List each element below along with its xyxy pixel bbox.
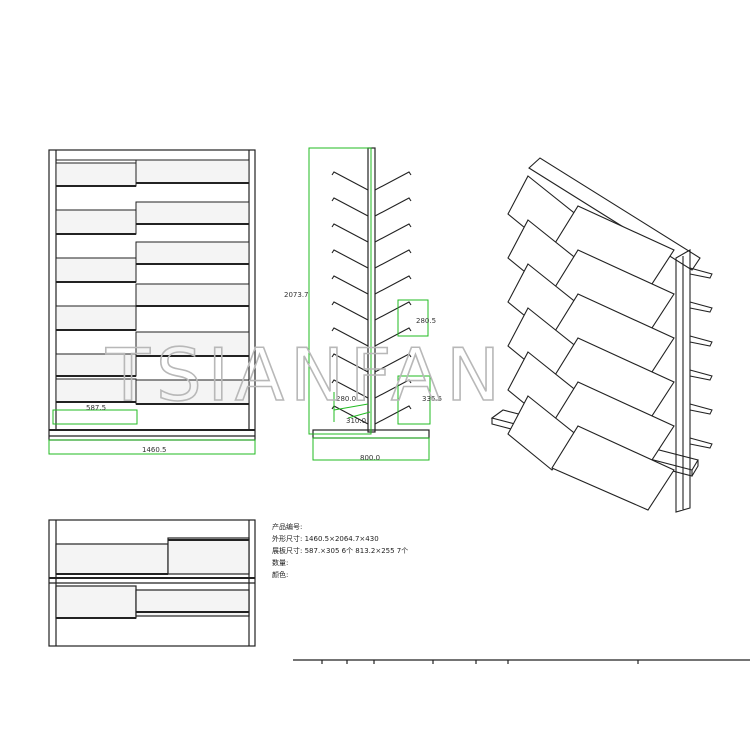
side-arm-right <box>374 223 412 243</box>
isometric-view <box>490 157 713 513</box>
dim-box-bottom-pitch <box>397 375 431 425</box>
side-arm-left <box>331 223 369 243</box>
dim-height: 2073.7 <box>284 291 309 299</box>
side-arm-right <box>374 171 412 191</box>
side-arm-left <box>331 353 369 373</box>
side-dimensions <box>308 147 431 461</box>
front-shelf-right <box>135 159 250 184</box>
side-arm-left <box>331 301 369 321</box>
back-view <box>48 519 256 647</box>
dim-panel-width: 587.5 <box>86 404 106 412</box>
iso-panel-left <box>507 395 579 471</box>
note-color: 颜色: <box>272 570 288 579</box>
watermark: TSIANFAN <box>105 333 506 417</box>
side-arm-left <box>331 327 369 347</box>
side-arm-left <box>331 197 369 217</box>
iso-arm <box>689 335 713 347</box>
dim-pitch: 280.5 <box>416 317 436 325</box>
front-shelf-left <box>55 257 137 283</box>
side-arm-right <box>374 197 412 217</box>
front-shelf-left <box>55 162 137 187</box>
dim-box-height <box>308 147 372 435</box>
iso-panel-right <box>551 425 675 511</box>
side-arm-right <box>374 301 412 321</box>
front-shelf-left <box>55 209 137 235</box>
front-shelf-left <box>55 305 137 331</box>
dim-arm-lines <box>333 392 371 422</box>
side-arm-left <box>331 249 369 269</box>
side-arm-left <box>331 171 369 191</box>
side-arm-right <box>374 379 412 399</box>
iso-arm <box>689 301 713 313</box>
note-overall-size: 外形尺寸: 1460.5×2064.7×430 <box>272 534 379 543</box>
dim-box-pitch <box>397 299 429 337</box>
side-arms <box>331 171 412 425</box>
front-shelf-right <box>135 379 250 405</box>
side-arm-left <box>331 275 369 295</box>
iso-arm <box>689 369 713 381</box>
iso-arms <box>689 267 713 449</box>
dim-overall-width: 1460.5 <box>142 446 167 454</box>
dim-box-panel <box>52 409 138 425</box>
side-arm-right <box>374 327 412 347</box>
dim-bottom-pitch: 336.5 <box>422 395 442 403</box>
note-panel-size: 展板尺寸: 587.×305 6个 813.2×255 7个 <box>272 546 408 555</box>
front-shelves <box>55 159 250 405</box>
side-arm-right <box>374 249 412 269</box>
note-product-no: 产品编号: <box>272 522 302 531</box>
dim-box-depth <box>312 437 430 461</box>
spec-notes: 产品编号: 外形尺寸: 1460.5×2064.7×430 展板尺寸: 587.… <box>272 522 408 579</box>
dim-arm-b: 310.0 <box>346 417 366 425</box>
dim-box-overall <box>48 439 256 455</box>
front-shelf-right <box>135 201 250 225</box>
title-block <box>293 659 750 664</box>
front-view <box>48 149 256 441</box>
iso-panels <box>507 175 675 511</box>
iso-arm <box>689 403 713 415</box>
note-quantity: 数量: <box>272 558 288 567</box>
side-arm-left <box>331 379 369 399</box>
iso-arm <box>689 437 713 449</box>
side-arm-right <box>374 405 412 425</box>
iso-upright <box>675 249 691 513</box>
front-dimensions <box>48 409 256 455</box>
dim-arm-a: 280.0 <box>336 395 356 403</box>
front-shelf-right <box>135 283 250 307</box>
dim-depth: 800.0 <box>360 454 380 462</box>
iso-arm <box>689 267 713 279</box>
side-arm-right <box>374 275 412 295</box>
front-shelf-right <box>135 241 250 265</box>
side-arm-right <box>374 353 412 373</box>
